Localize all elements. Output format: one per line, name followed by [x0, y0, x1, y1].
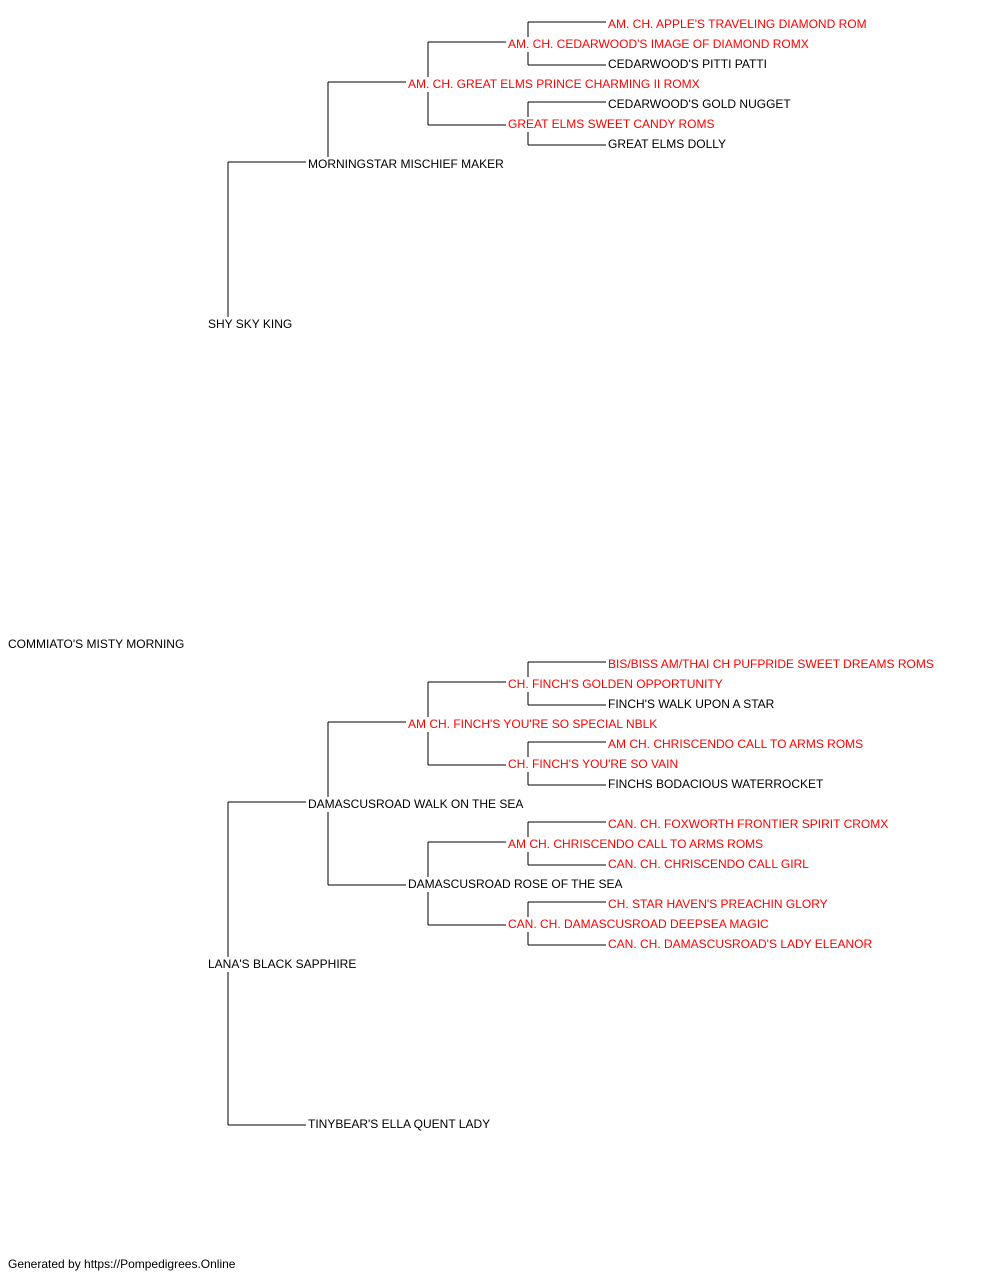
pedigree-entry: DAMASCUSROAD WALK ON THE SEA [308, 797, 524, 811]
pedigree-entry: AM CH. CHRISCENDO CALL TO ARMS ROMS [508, 837, 764, 851]
pedigree-entry: AM. CH. APPLE'S TRAVELING DIAMOND ROM [608, 17, 867, 31]
pedigree-entry: CH. STAR HAVEN'S PREACHIN GLORY [608, 897, 828, 911]
pedigree-entry: CEDARWOOD'S GOLD NUGGET [608, 97, 791, 111]
pedigree-entry: FINCH'S WALK UPON A STAR [608, 697, 775, 711]
pedigree-entry: CAN. CH. CHRISCENDO CALL GIRL [608, 857, 809, 871]
pedigree-entry: TINYBEAR'S ELLA QUENT LADY [308, 1117, 491, 1131]
pedigree-entry: FINCHS BODACIOUS WATERROCKET [608, 777, 824, 791]
pedigree-entry: CH. FINCH'S YOU'RE SO VAIN [508, 757, 679, 771]
pedigree-entry: GREAT ELMS SWEET CANDY ROMS [508, 117, 715, 131]
pedigree-entry: MORNINGSTAR MISCHIEF MAKER [308, 157, 504, 171]
pedigree-entry: AM CH. FINCH'S YOU'RE SO SPECIAL NBLK [408, 717, 658, 731]
pedigree-entry: CEDARWOOD'S PITTI PATTI [608, 57, 767, 71]
subject-name: COMMIATO'S MISTY MORNING [8, 637, 185, 651]
pedigree-entry: DAMASCUSROAD ROSE OF THE SEA [408, 877, 623, 891]
pedigree-entry: LANA'S BLACK SAPPHIRE [208, 957, 357, 971]
pedigree-entry: AM. CH. CEDARWOOD'S IMAGE OF DIAMOND ROM… [508, 37, 809, 51]
pedigree-entry: CH. FINCH'S GOLDEN OPPORTUNITY [508, 677, 723, 691]
pedigree-entry: CAN. CH. DAMASCUSROAD DEEPSEA MAGIC [508, 917, 769, 931]
pedigree-entry: CAN. CH. DAMASCUSROAD'S LADY ELEANOR [608, 937, 873, 951]
pedigree-entry: CAN. CH. FOXWORTH FRONTIER SPIRIT CROMX [608, 817, 889, 831]
pedigree-entry: SHY SKY KING [208, 317, 293, 331]
pedigree-entry: AM. CH. GREAT ELMS PRINCE CHARMING II RO… [408, 77, 700, 91]
pedigree-entry: GREAT ELMS DOLLY [608, 137, 727, 151]
pedigree-entry: BIS/BISS AM/THAI CH PUFPRIDE SWEET DREAM… [608, 657, 934, 671]
pedigree-entry: AM CH. CHRISCENDO CALL TO ARMS ROMS [608, 737, 864, 751]
generated-by-footer: Generated by https://Pompedigrees.Online [8, 1257, 236, 1271]
